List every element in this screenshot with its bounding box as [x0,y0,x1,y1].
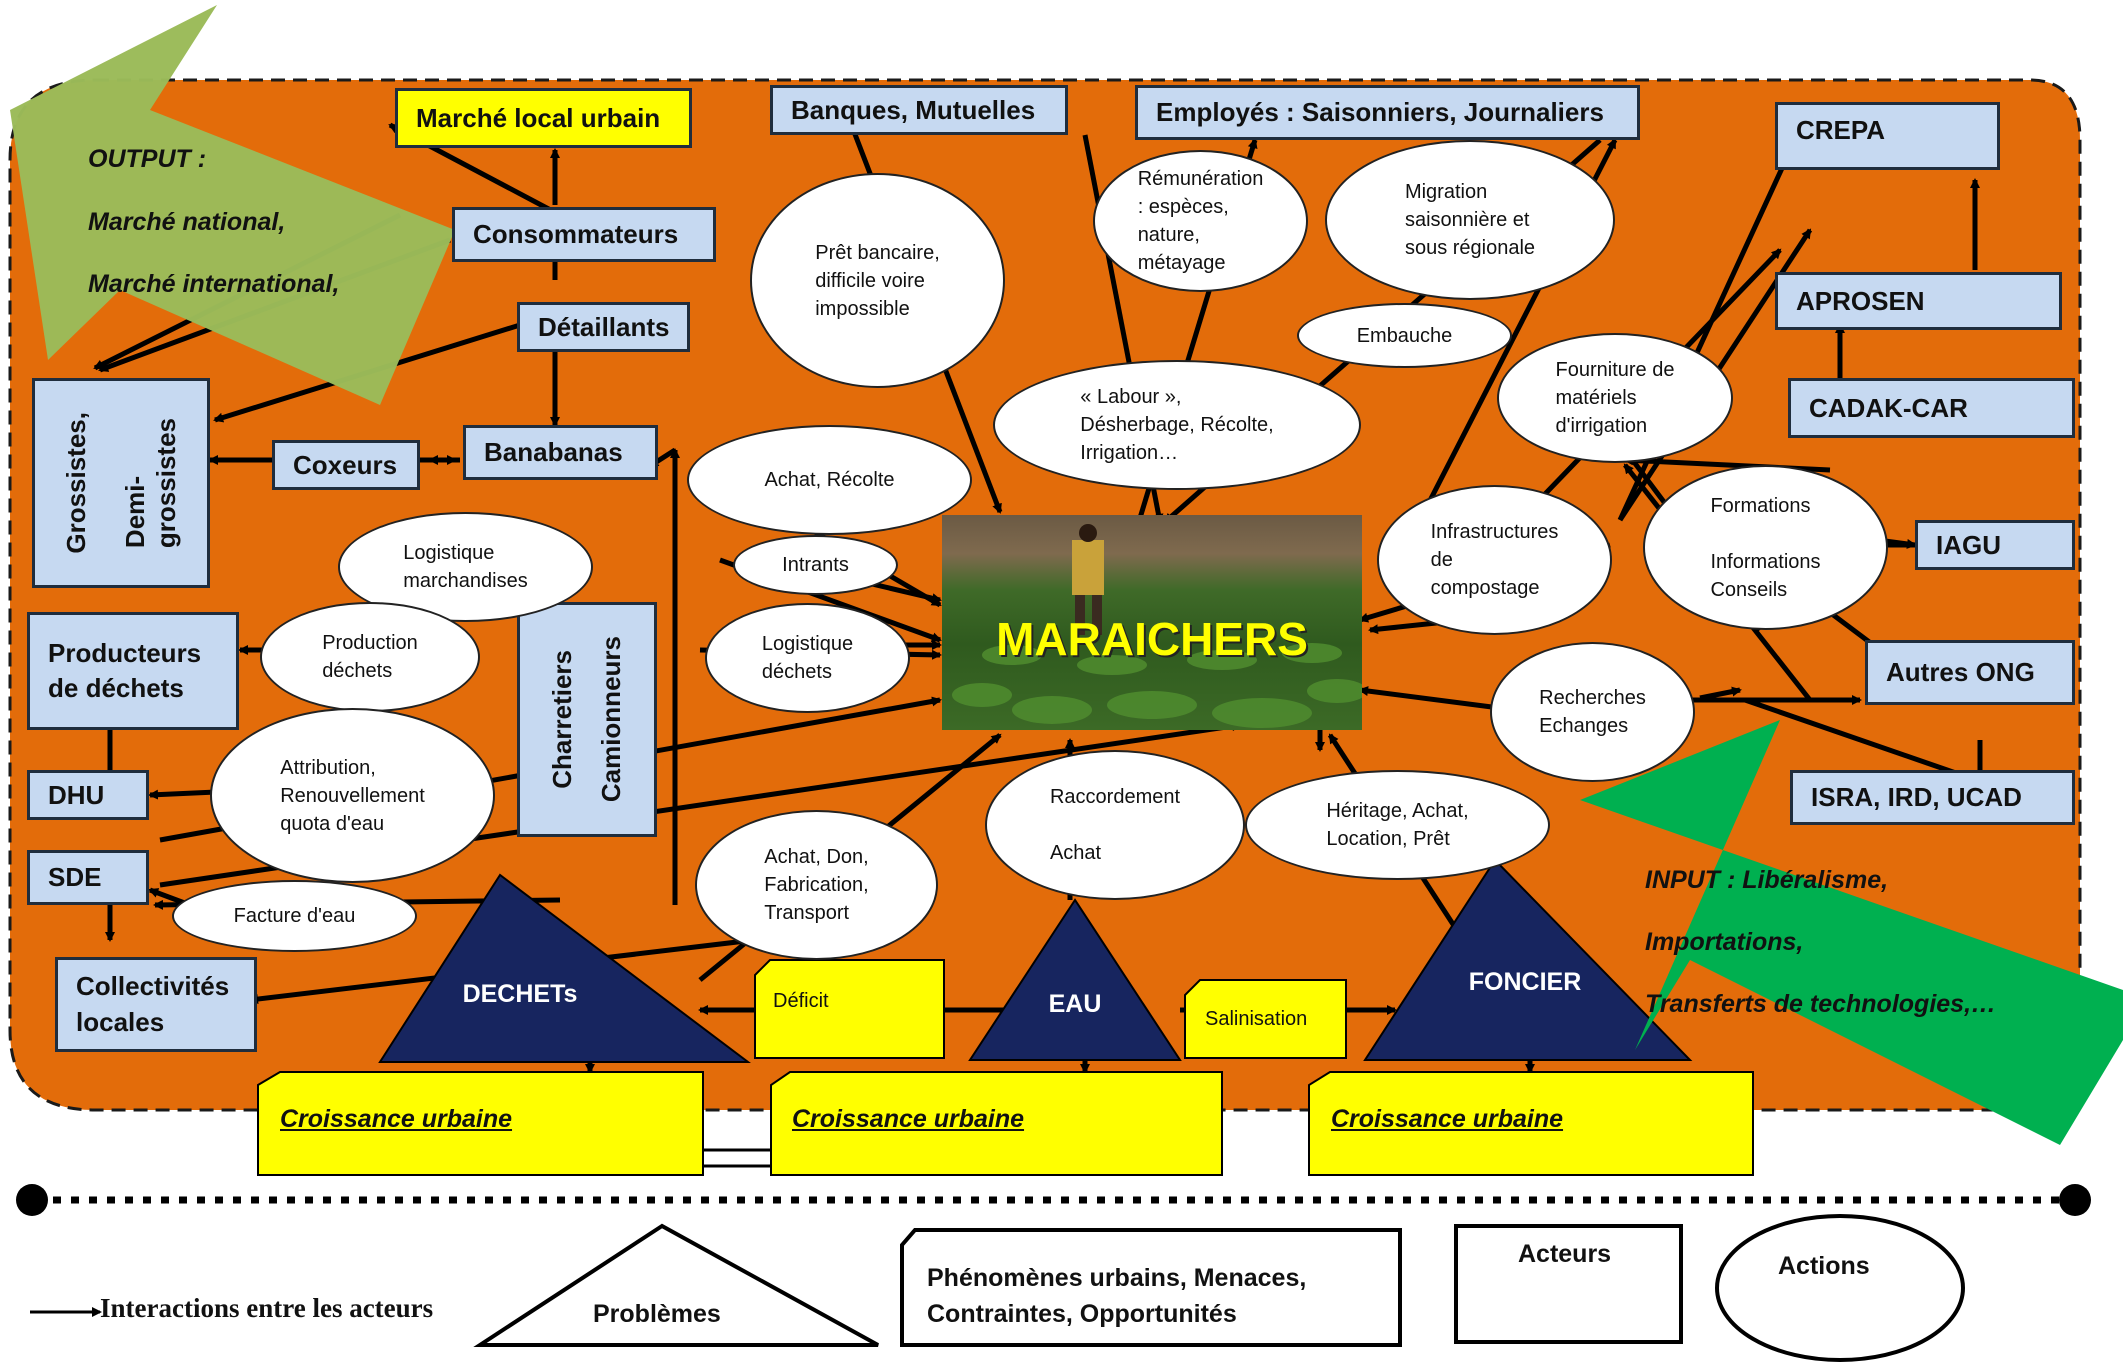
action-pret[interactable]: Prêt bancaire, difficile voire impossibl… [750,173,1005,388]
grossistes-label-1: Grossistes, [60,412,91,554]
actor-consommateurs[interactable]: Consommateurs [452,207,716,262]
growth-label-1: Croissance urbaine [280,1105,513,1133]
eau-triangle [968,898,1182,1061]
actor-autres-ong[interactable]: Autres ONG [1865,640,2075,705]
action-fourniture[interactable]: Fourniture de matériels d'irrigation [1497,333,1733,463]
legend-phenomene [900,1228,1402,1347]
legend-actions: Actions [1778,1252,1870,1280]
foncier-triangle [1363,858,1693,1061]
action-embauche[interactable]: Embauche [1297,303,1512,368]
actor-aprosen[interactable]: APROSEN [1775,272,2062,330]
problem-dechets: DECHETs [462,980,578,1008]
charretiers-label: Charretiers [547,650,577,789]
legend-interactions: Interactions entre les acteurs [100,1293,434,1323]
input-line-3: Transferts de technologies,… [1645,990,1997,1018]
action-recherches[interactable]: Recherches Echanges [1490,642,1695,782]
actor-dhu[interactable]: DHU [27,770,149,820]
action-facture[interactable]: Facture d'eau [172,880,417,952]
actor-marche-local[interactable]: Marché local urbain [395,88,692,148]
actor-banabanas[interactable]: Banabanas [463,425,658,480]
salinisation-note [1184,979,1347,1059]
legend-acteurs: Acteurs [1518,1240,1612,1268]
legend-action [1715,1214,1965,1362]
actor-banques[interactable]: Banques, Mutuelles [770,85,1068,135]
field-illustration [952,524,1362,728]
actor-detaillants[interactable]: Détaillants [517,302,690,352]
actor-grossistes[interactable]: Grossistes, Demi- grossistes [32,378,210,588]
action-remuneration[interactable]: Rémunération : espèces, nature, métayage [1093,150,1308,292]
actor-transporteurs[interactable]: Charretiers Camionneurs [517,602,657,837]
maraichers-photo [942,515,1362,730]
note-deficit: Déficit [773,990,829,1012]
input-line-2: Importations, [1645,928,1804,956]
legend-problemes: Problèmes [593,1300,721,1328]
actor-isra[interactable]: ISRA, IRD, UCAD [1790,770,2075,825]
action-heritage[interactable]: Héritage, Achat, Location, Prêt [1245,770,1550,880]
output-title: OUTPUT : [88,145,207,173]
legend-phenomenes: Phénomènes urbains, Menaces, Contraintes… [927,1264,1307,1329]
growth-shape-2 [770,1071,1223,1176]
input-arrow [1580,720,2123,1145]
action-logistique-dechets[interactable]: Logistique déchets [705,603,910,713]
growth-shape-3 [1308,1071,1754,1176]
actor-cadak[interactable]: CADAK-CAR [1788,378,2075,438]
growth-label-2: Croissance urbaine [792,1105,1025,1133]
input-line-1: INPUT : Libéralisme, [1645,866,1889,894]
action-infrastructures[interactable]: Infrastructures de compostage [1377,485,1612,635]
action-formations[interactable]: Formations Informations Conseils [1643,465,1888,630]
output-arrow [10,5,455,405]
action-attribution[interactable]: Attribution, Renouvellement quota d'eau [210,708,495,883]
actor-employes[interactable]: Employés : Saisonniers, Journaliers [1135,85,1640,140]
action-achat-don[interactable]: Achat, Don, Fabrication, Transport [695,810,938,960]
actor-sde[interactable]: SDE [27,850,149,905]
action-migration[interactable]: Migration saisonnière et sous régionale [1325,140,1615,300]
actor-iagu[interactable]: IAGU [1915,520,2075,570]
actor-producteurs[interactable]: Producteurs de déchets [27,612,239,730]
legend-triangle [473,1223,879,1347]
growth-shape-1 [257,1071,704,1176]
action-raccordement[interactable]: Raccordement Achat [985,750,1245,900]
problem-foncier: FONCIER [1468,968,1582,996]
action-achat-recolte[interactable]: Achat, Récolte [687,425,972,535]
output-line-2: Marché international, [88,270,340,298]
growth-label-3: Croissance urbaine [1331,1105,1564,1133]
action-production-dechets[interactable]: Production déchets [260,602,480,712]
action-intrants[interactable]: Intrants [733,535,898,595]
note-salinisation: Salinisation [1205,1008,1308,1030]
dechets-triangle [378,873,751,1063]
action-labour[interactable]: « Labour », Désherbage, Récolte, Irrigat… [993,360,1361,490]
legend-acteur [1454,1224,1683,1344]
maraichers-label: MARAICHERS [996,613,1308,665]
output-line-1: Marché national, [88,208,286,236]
problem-eau: EAU [1048,990,1102,1018]
grossistes-label-2: Demi- grossistes [119,417,181,549]
actor-collectivites[interactable]: Collectivités locales [55,957,257,1052]
actor-crepa[interactable]: CREPA [1775,102,2000,170]
deficit-note [754,959,945,1059]
actor-coxeurs[interactable]: Coxeurs [272,440,420,490]
camionneurs-label: Camionneurs [596,636,626,803]
